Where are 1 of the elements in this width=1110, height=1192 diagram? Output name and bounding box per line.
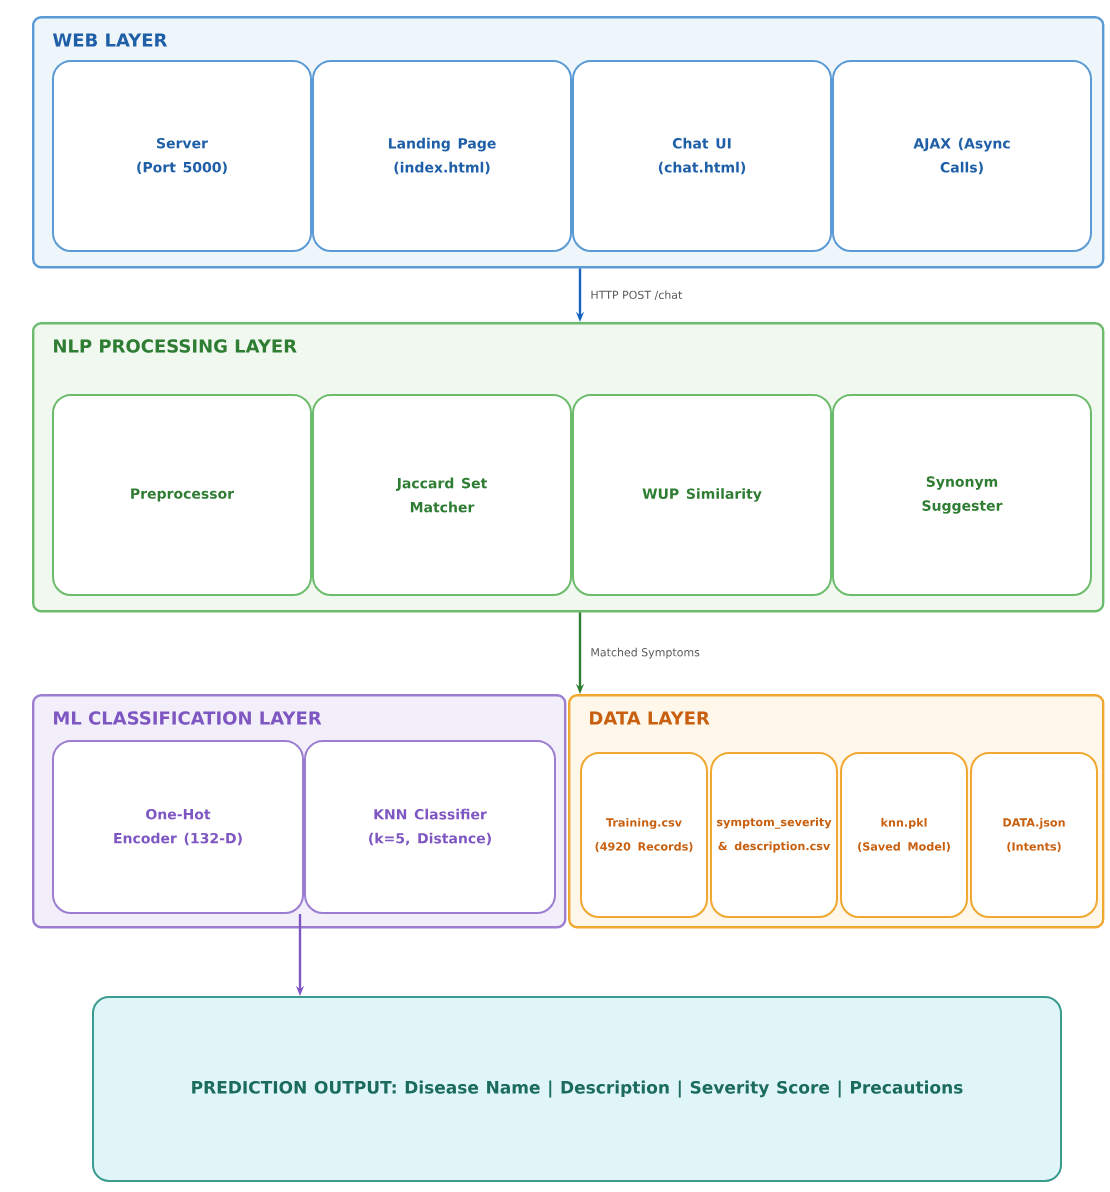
output-box: PREDICTION OUTPUT: Disease Name | Description | Severity Score | Precautions	[92, 996, 1062, 1182]
